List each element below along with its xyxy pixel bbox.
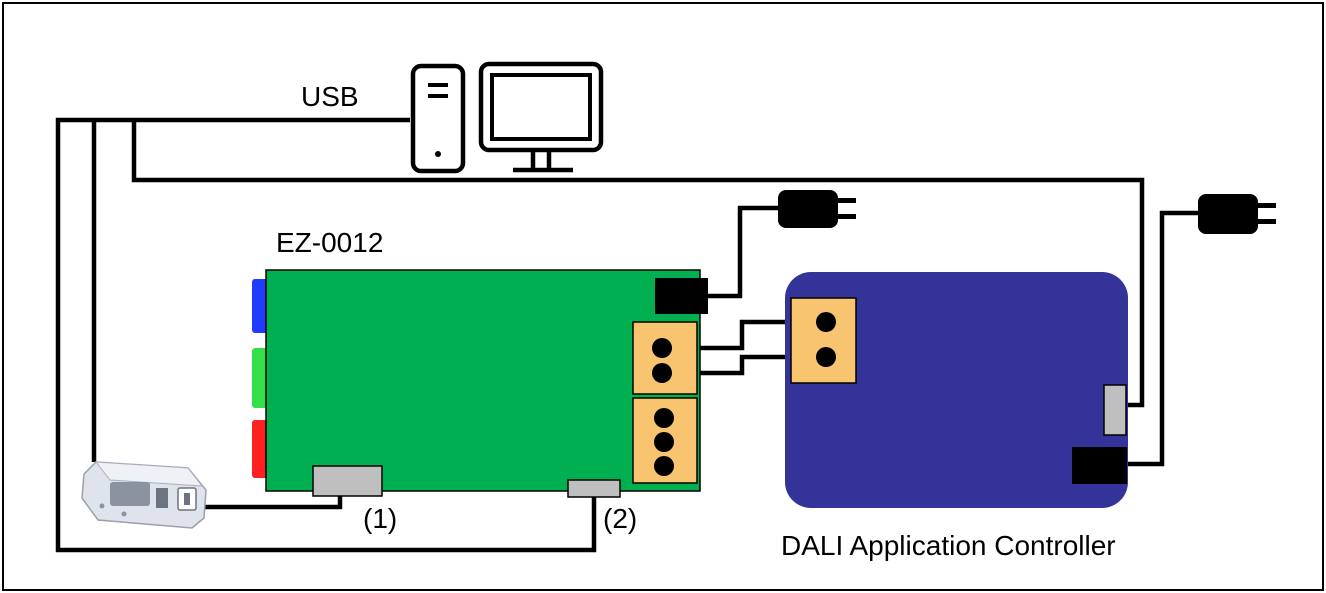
ez-0012-board — [265, 269, 701, 492]
port-1-label: (1) — [363, 503, 397, 534]
led-blue — [252, 279, 268, 333]
led-green — [252, 348, 268, 408]
usb-cable-outer — [55, 117, 597, 553]
port-2-connector — [567, 479, 621, 498]
dali-bus-wire-2 — [662, 354, 826, 376]
controller-power-jack — [1072, 447, 1127, 484]
board-dali-terminal — [632, 321, 698, 395]
board-power-jack — [655, 278, 708, 314]
board-output-terminal — [632, 397, 698, 484]
controller-label: DALI Application Controller — [781, 530, 1116, 561]
led-red — [252, 420, 268, 478]
board-label: EZ-0012 — [276, 227, 383, 258]
controller-plug-icon — [1198, 194, 1276, 234]
debug-cable-port1 — [205, 495, 343, 510]
dali-bus-wire-1 — [662, 319, 826, 351]
board-plug-icon — [778, 190, 856, 228]
usb-debug-probe-icon — [81, 461, 207, 529]
controller-dali-terminal — [790, 297, 857, 384]
port-2-label: (2) — [603, 503, 637, 534]
controller-usb-port — [1103, 384, 1127, 436]
usb-label: USB — [301, 81, 359, 112]
led-indicators — [252, 279, 268, 478]
dali-application-controller — [785, 272, 1128, 508]
controller-power-cable — [1127, 210, 1200, 467]
port-1-connector — [312, 465, 383, 497]
wires — [55, 117, 1200, 553]
usb-cable-controller — [131, 120, 1145, 408]
desktop-computer-icon — [410, 61, 604, 174]
board-power-cable — [708, 205, 780, 299]
